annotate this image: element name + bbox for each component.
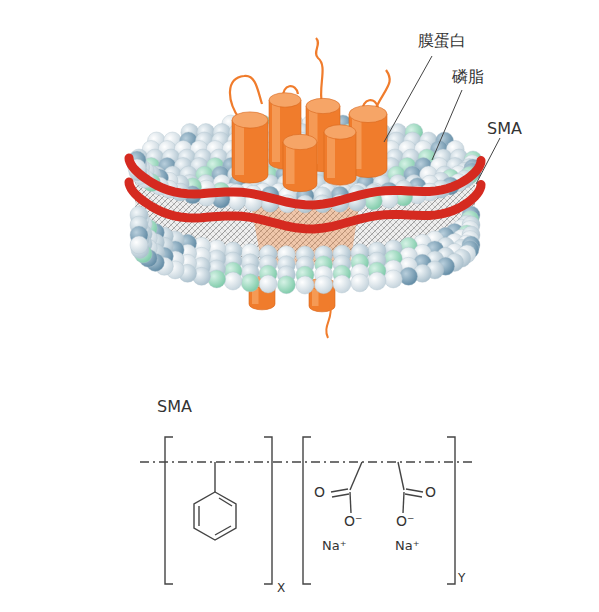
sodium-ion: Na⁺ <box>322 539 347 553</box>
lipid-head <box>277 276 295 294</box>
lipid-head <box>315 276 333 294</box>
leader-line <box>476 138 500 184</box>
bond <box>398 462 404 490</box>
double-bond <box>405 494 422 497</box>
lipid-head <box>333 275 351 293</box>
helix-shine <box>272 100 280 162</box>
lipid-head <box>296 276 314 294</box>
sodium-ion: Na⁺ <box>395 539 420 553</box>
double-bond <box>406 489 423 492</box>
helix-top <box>306 98 340 113</box>
helix-top <box>269 93 301 107</box>
top-leaflet <box>128 115 482 213</box>
bracket <box>303 437 311 584</box>
bond <box>403 492 404 513</box>
lipid-head <box>368 272 386 290</box>
protein-label: 膜蛋白 <box>418 32 466 50</box>
helix-side <box>232 120 268 183</box>
bond <box>214 462 215 492</box>
oxide-ion: O⁻ <box>396 514 414 529</box>
nanodisc <box>128 38 482 338</box>
structure-title: SMA <box>157 398 192 416</box>
protein-loop <box>326 305 331 338</box>
membrane-protein <box>230 38 390 192</box>
sma-structure <box>140 437 472 584</box>
helix-top <box>324 125 356 139</box>
helix-top <box>349 105 387 122</box>
lipid-head <box>208 270 226 288</box>
lipid-head <box>224 272 242 290</box>
bracket <box>447 437 455 584</box>
helix-cylinder <box>324 125 356 185</box>
helix-top <box>283 134 317 149</box>
bracket <box>165 437 173 584</box>
benzene-ring <box>194 492 236 540</box>
leader-line <box>432 90 462 160</box>
leader-lines <box>384 56 500 184</box>
helix-cylinder <box>283 134 317 191</box>
lipid-head <box>384 270 402 288</box>
double-bond <box>331 489 348 492</box>
lipid-head <box>241 274 259 292</box>
oxygen-atom: O <box>425 485 436 500</box>
double-bond <box>332 494 349 497</box>
repeat-subscript: Y <box>458 572 465 585</box>
bracket <box>264 437 272 584</box>
helix-shine <box>235 120 244 175</box>
helix-side <box>324 132 356 185</box>
helix-cylinder <box>232 112 268 183</box>
oxygen-atom: O <box>314 485 325 500</box>
double-bond <box>219 498 232 506</box>
oxide-ion: O⁻ <box>344 514 362 529</box>
double-bond <box>198 506 199 526</box>
lipid-head <box>259 275 277 293</box>
bond <box>350 492 351 513</box>
double-bond <box>215 526 231 535</box>
backbone-line <box>140 461 472 462</box>
leader-line <box>384 56 432 142</box>
sma-label: SMA <box>487 120 522 138</box>
lipid-head <box>351 274 369 292</box>
helix-top <box>232 112 268 128</box>
repeat-subscript: X <box>277 582 285 595</box>
protein-loop <box>316 38 323 104</box>
lipid-head <box>130 236 148 254</box>
lipid-head <box>400 267 418 285</box>
lipid-label: 磷脂 <box>452 68 484 86</box>
bond <box>350 462 362 490</box>
